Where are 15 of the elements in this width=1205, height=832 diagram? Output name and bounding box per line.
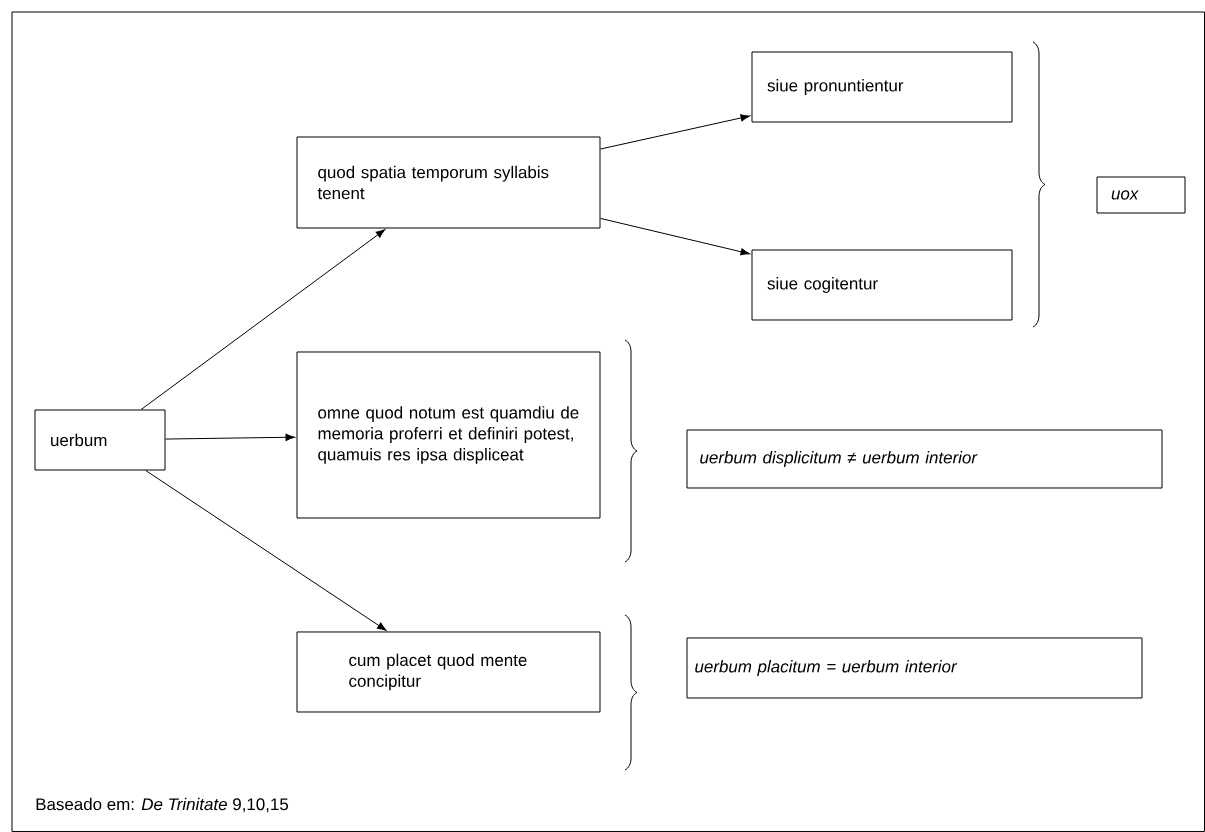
arrow [600,217,750,256]
text-box: uerbum displicitum ≠ uerbum interior [686,429,1163,489]
text-box: siue pronuntientur [751,51,1013,123]
arrow [140,229,386,410]
arrow [600,114,750,150]
text-box: omne quod notum est quamdiu de memoria proferri et definiri potest, quamuis res ipsa displiceat [296,351,601,519]
source-note: Baseado em: De Trinitate 9,10,15 [36,797,289,813]
text-box: uerbum placitum = uerbum interior [686,637,1143,699]
text-box: siue cogitentur [751,249,1013,321]
arrow [165,433,295,441]
text-box: cum placet quod mente concipitur [296,631,601,713]
arrow [145,470,387,631]
text-box: quod spatia temporum syllabis tenent [296,136,601,229]
text-box: uerbum [34,409,166,471]
text-box: uox [1096,176,1186,214]
